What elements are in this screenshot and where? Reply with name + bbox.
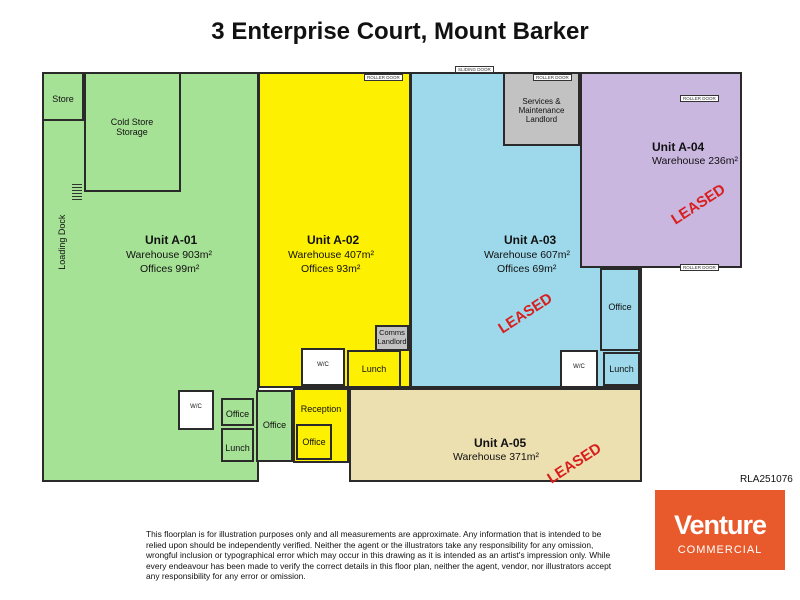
disclaimer-text: This floorplan is for illustration purpo… [146, 529, 612, 581]
unit-a01-name: Unit A-01 [145, 233, 198, 247]
unit-a02-warehouse: Warehouse 407m² [288, 249, 374, 261]
comms-label: Comms Landlord [377, 328, 407, 346]
unit-a05-warehouse: Warehouse 371m² [453, 451, 539, 463]
lunch-a01 [221, 428, 254, 462]
office-a02-label: Office [302, 437, 326, 447]
comms-room [375, 325, 409, 351]
lunch-a02-label: Lunch [361, 364, 387, 374]
cold-store-room [84, 72, 181, 192]
wc-a02 [301, 348, 345, 386]
roller-door-label-a02: ROLLER DOOR [364, 74, 403, 81]
office-a03-label: Office [608, 302, 632, 312]
unit-a02-offices: Offices 93m² [301, 263, 361, 275]
wc-a03 [560, 350, 598, 388]
wc-a03-label: W/C [573, 364, 585, 370]
wc-a02-label: W/C [317, 362, 329, 368]
reference-code: RLA251076 [740, 474, 793, 485]
logo-name: Venture [673, 510, 767, 540]
reception-label: Reception [300, 404, 342, 414]
office-a01-1 [221, 398, 254, 426]
unit-a04-area[interactable] [580, 72, 742, 268]
lunch-a03 [603, 352, 640, 386]
unit-a03-warehouse: Warehouse 607m² [484, 249, 570, 261]
store-room [42, 72, 84, 121]
unit-a03-offices: Offices 69m² [497, 263, 557, 275]
lunch-a01-label: Lunch [225, 443, 250, 453]
sliding-door-label: SLIDING DOOR [455, 66, 494, 73]
office-a02 [296, 424, 332, 460]
office-a01-1-label: Office [225, 409, 250, 419]
unit-a01-offices: Offices 99m² [140, 263, 200, 275]
services-label: Services & Maintenance Landlord [518, 97, 565, 125]
cold-store-label: Cold Store Storage [110, 117, 154, 138]
unit-a05-area[interactable] [349, 388, 642, 482]
office-a01-2 [256, 390, 293, 462]
stairs-icon [72, 182, 82, 200]
roller-door-label-a03: ROLLER DOOR [533, 74, 572, 81]
unit-a04-warehouse: Warehouse 236m² [652, 155, 738, 167]
unit-a01-warehouse: Warehouse 903m² [126, 249, 212, 261]
office-a03 [600, 268, 640, 351]
venture-logo: Venture COMMERCIAL [655, 490, 785, 570]
unit-a03-name: Unit A-03 [504, 233, 557, 247]
unit-a02-name: Unit A-02 [307, 233, 360, 247]
lunch-a03-label: Lunch [609, 364, 634, 374]
roller-door-label-a04-top: ROLLER DOOR [680, 95, 719, 102]
unit-a04-name: Unit A-04 [652, 140, 705, 154]
wc-a01 [178, 390, 214, 430]
lunch-a02 [347, 350, 401, 388]
office-a01-2-label: Office [262, 420, 287, 430]
unit-a05-name: Unit A-05 [474, 436, 527, 450]
services-room [503, 72, 580, 146]
wc-a01-label: W/C [190, 404, 202, 410]
roller-door-label-a04-bottom: ROLLER DOOR [680, 264, 719, 271]
store-label: Store [52, 94, 74, 104]
loading-dock-label: Loading Dock [56, 214, 67, 270]
logo-sub: COMMERCIAL [677, 544, 763, 556]
page-title: 3 Enterprise Court, Mount Barker [211, 18, 589, 45]
